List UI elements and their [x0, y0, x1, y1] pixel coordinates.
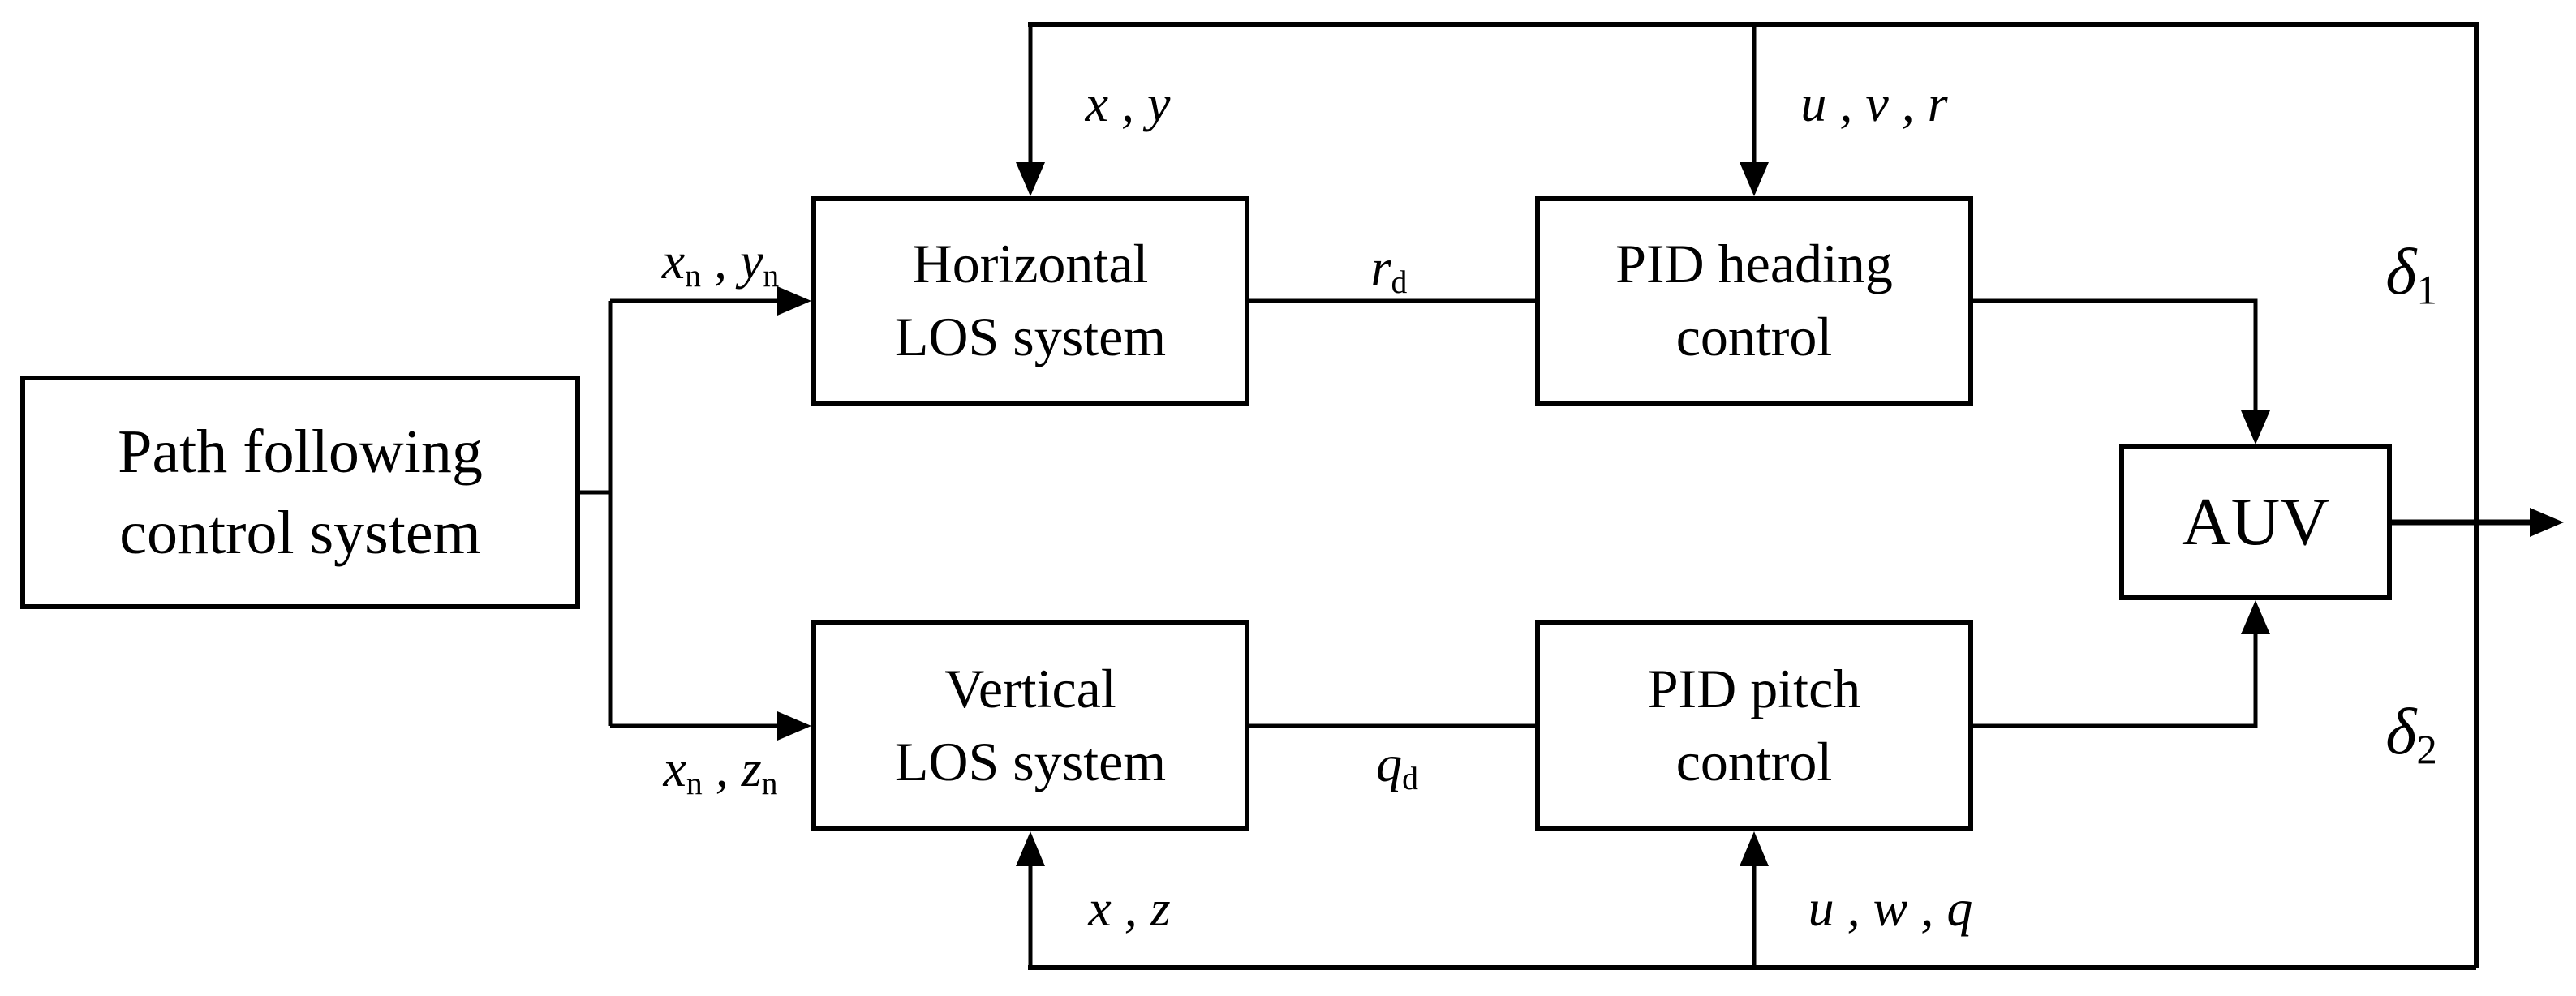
arrowhead-into-auv-bottom [2241, 600, 2270, 634]
signal-label-x-y: x , y [1085, 75, 1171, 132]
signal-label-xn-zn: xn , zn [663, 740, 778, 801]
horizontal-los-box: Horizontal LOS system [811, 196, 1249, 406]
signal-label-u-v-r: u , v , r [1800, 75, 1948, 132]
signal-label-x-z: x , z [1088, 879, 1171, 937]
horizontal-los-line2: LOS system [894, 306, 1167, 367]
arrowhead-into-hlos-top [1016, 162, 1045, 196]
pid-heading-box: PID heading control [1535, 196, 1973, 406]
arrowhead-into-auv-top [2241, 410, 2270, 444]
auv-label: AUV [2182, 483, 2329, 560]
vertical-los-line2: LOS system [894, 731, 1167, 792]
signal-label-xn-yn: xn , yn [661, 232, 780, 294]
arrowhead-into-hlos-left [777, 286, 811, 316]
pid-heading-line1: PID heading [1615, 233, 1893, 295]
pid-heading-line2: control [1675, 306, 1833, 367]
path-following-line1: Path following [118, 417, 483, 486]
signal-label-delta1: δ1 [2385, 234, 2437, 313]
signal-label-qd: qd [1376, 735, 1418, 796]
arrowhead-into-pid-pitch-bottom [1740, 831, 1769, 866]
wire-pid-heading-to-auv [1973, 298, 2258, 410]
pid-pitch-line2: control [1675, 731, 1833, 792]
vertical-los-box: Vertical LOS system [811, 620, 1249, 831]
vertical-los-line1: Vertical [944, 658, 1116, 720]
pid-pitch-box: PID pitch control [1535, 620, 1973, 831]
auv-box: AUV [2119, 444, 2392, 600]
wire-pid-pitch-to-auv [1973, 634, 2258, 728]
signal-label-rd: rd [1370, 238, 1408, 300]
signal-label-delta2: δ2 [2385, 694, 2437, 773]
arrowhead-into-vlos-bottom [1016, 831, 1045, 866]
arrowhead-auv-output [2530, 508, 2564, 537]
arrowhead-into-vlos-left [777, 711, 811, 741]
pid-pitch-line1: PID pitch [1647, 658, 1861, 720]
signal-label-u-w-q: u , w , q [1808, 879, 1973, 937]
path-following-line2: control system [119, 499, 481, 567]
path-following-box: Path following control system [20, 376, 580, 609]
arrowhead-into-pid-heading-top [1740, 162, 1769, 196]
horizontal-los-line1: Horizontal [912, 233, 1149, 295]
